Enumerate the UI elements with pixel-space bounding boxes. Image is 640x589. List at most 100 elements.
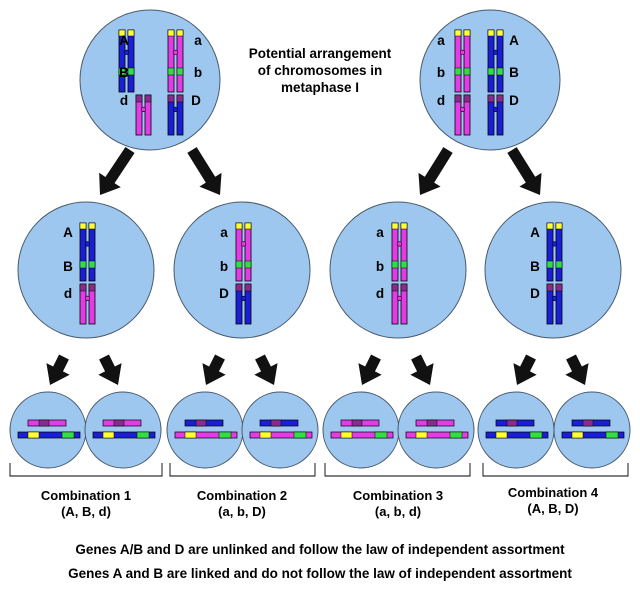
gamete-2-chrom-short-band-1 — [113, 419, 125, 427]
parent-left-chrom-AB-blue-band-2-1 — [127, 29, 135, 37]
gamete-cell-4 — [241, 391, 319, 469]
parent-right-chrom-ab-magenta-band-1-2 — [454, 67, 462, 76]
parent-right-label-d: d — [437, 93, 445, 108]
parent-right-chrom-AB-blue-chromatid-2 — [496, 29, 504, 93]
cell-2-label-3: D — [219, 286, 229, 301]
gamete-cell-6 — [397, 391, 475, 469]
parent-left-chrom-ab-magenta-chromatid-2 — [176, 29, 184, 93]
parent-right-label-A: A — [509, 33, 519, 48]
cell-2-chrom-long — [235, 222, 252, 282]
parent-right-label-B: B — [509, 65, 519, 80]
combination-4-genotype: (A, B, D) — [527, 501, 578, 516]
cell-1-label-1: A — [63, 225, 73, 240]
cell-2-chrom-long-chromatid-2 — [244, 222, 252, 282]
gamete-4-chrom-long-band-2 — [293, 431, 307, 439]
combination-1-title: Combination 1 — [41, 488, 131, 503]
cell-3-chrom-short-centromere — [396, 295, 403, 302]
gamete-7-chrom-short — [495, 419, 535, 427]
parent-left-chrom-AB-blue-band-1-2 — [118, 67, 126, 76]
gamete-8-chrom-long-band-2 — [605, 431, 619, 439]
parent-right-label-a: a — [437, 33, 445, 48]
gamete-1-chrom-short — [27, 419, 67, 427]
gamete-5-chrom-long-band-2 — [374, 431, 388, 439]
cell-2-chrom-short-band-1-1 — [235, 283, 243, 292]
parent-left-chrom-D-blue-band-2-1 — [176, 94, 184, 103]
parent-left-chrom-ab-magenta-band-1-2 — [167, 67, 175, 76]
arrow-right-to-cell-3 — [418, 147, 453, 195]
parent-right-chrom-ab-magenta — [454, 29, 471, 93]
cell-1-chrom-long-band-2-1 — [88, 222, 96, 230]
combination-2-title: Combination 2 — [197, 488, 287, 503]
gamete-8-chrom-long — [561, 431, 625, 439]
cell-3-chrom-long-band-1-1 — [391, 222, 399, 230]
parent-right-label-b: b — [437, 65, 445, 80]
parent-left-chrom-ab-magenta-centromere — [172, 49, 179, 55]
cell-4-chrom-long-band-2-2 — [555, 260, 563, 269]
parent-right-chrom-D-blue — [487, 94, 504, 136]
cell-4-chrom-long — [546, 222, 563, 282]
cell-1-chrom-short — [79, 283, 96, 325]
parent-right-chrom-D-blue-centromere — [492, 106, 499, 112]
parent-right-chrom-AB-blue-centromere — [492, 49, 499, 55]
cell-3-chrom-long-band-2-2 — [400, 260, 408, 269]
combination-2-genotype: (a, b, D) — [218, 504, 266, 519]
arrow-cell-3-to-gamete-a-shape — [358, 354, 382, 385]
arrow-cell-1-to-gamete-a — [46, 354, 70, 385]
gamete-2-chrom-short — [102, 419, 142, 427]
combination-3-title: Combination 3 — [353, 488, 443, 503]
arrow-left-to-cell-1-shape — [99, 146, 135, 195]
parent-right-chrom-D-blue-band-2-1 — [496, 94, 504, 103]
gamete-7-chrom-long-body — [485, 431, 549, 439]
arrows-layer — [46, 146, 589, 385]
parent-cell-left — [79, 9, 221, 151]
cell-1-chrom-long-band-1-1 — [79, 222, 87, 230]
parent-left-chrom-AB-blue-chromatid-2 — [127, 29, 135, 93]
gamete-1-chrom-long — [17, 431, 81, 439]
cell-2-chrom-long-band-2-1 — [244, 222, 252, 230]
parent-right-chrom-AB-blue — [487, 29, 504, 93]
cell-1-chrom-long-chromatid-2 — [88, 222, 96, 282]
gamete-1-chrom-long-band-1 — [27, 431, 40, 439]
cell-2-chrom-long-chromatid-1 — [235, 222, 243, 282]
gamete-3-chrom-long — [174, 431, 238, 439]
caption-line-2: of chromosomes in — [258, 63, 383, 78]
gamete-6-chrom-long-band-2 — [449, 431, 463, 439]
arrow-cell-4-to-gamete-a-shape — [513, 354, 537, 385]
gamete-6-chrom-short — [415, 419, 455, 427]
brackets-layer — [9, 463, 629, 477]
gamete-5-chrom-short-band-1 — [351, 419, 363, 427]
gamete-4-chrom-long — [249, 431, 313, 439]
gamete-3-chrom-long-band-2 — [218, 431, 232, 439]
parent-right-chrom-AB-blue-band-1-1 — [487, 29, 495, 37]
cell-3-chrom-long-centromere — [396, 241, 403, 247]
cell-1-label-3: d — [64, 286, 72, 301]
arrow-right-to-cell-3-shape — [418, 147, 453, 195]
cell-2-label-1: a — [220, 225, 228, 240]
parent-right-chrom-d-magenta-band-2-1 — [463, 94, 471, 103]
parent-left-chrom-D-blue-centromere — [172, 106, 179, 112]
arrow-right-to-cell-4-shape — [507, 147, 542, 195]
arrow-cell-2-to-gamete-a-shape — [202, 354, 226, 385]
gamete-4-chrom-short-band-1 — [270, 419, 282, 427]
footer-line-2: Genes A and B are linked and do not foll… — [68, 566, 572, 581]
gamete-2-chrom-long-band-2 — [136, 431, 150, 439]
gamete-1-chrom-long-band-2 — [61, 431, 75, 439]
parent-right-chrom-ab-magenta-chromatid-1 — [454, 29, 462, 93]
arrow-left-to-cell-2 — [187, 147, 222, 195]
arrow-cell-1-to-gamete-a-shape — [46, 354, 70, 385]
parent-right-chrom-d-magenta — [454, 94, 471, 136]
arrow-cell-4-to-gamete-b-shape — [565, 354, 589, 385]
cell-3-chrom-long — [391, 222, 408, 282]
gamete-1-chrom-long-body — [17, 431, 81, 439]
parent-left-chrom-D-blue-band-1-1 — [167, 94, 175, 103]
cell-4-chrom-short — [546, 283, 563, 325]
cell-4-chrom-long-band-1-2 — [546, 260, 554, 269]
gamete-2-chrom-long-band-1 — [102, 431, 115, 439]
parent-left-label-b: b — [194, 65, 202, 80]
cell-3-label-2: b — [376, 259, 384, 274]
cell-2-chrom-long-band-2-2 — [244, 260, 252, 269]
arrow-cell-2-to-gamete-b — [254, 354, 278, 385]
parent-left-chrom-d-magenta-centromere — [140, 106, 147, 112]
parent-left-label-d: d — [120, 93, 128, 108]
